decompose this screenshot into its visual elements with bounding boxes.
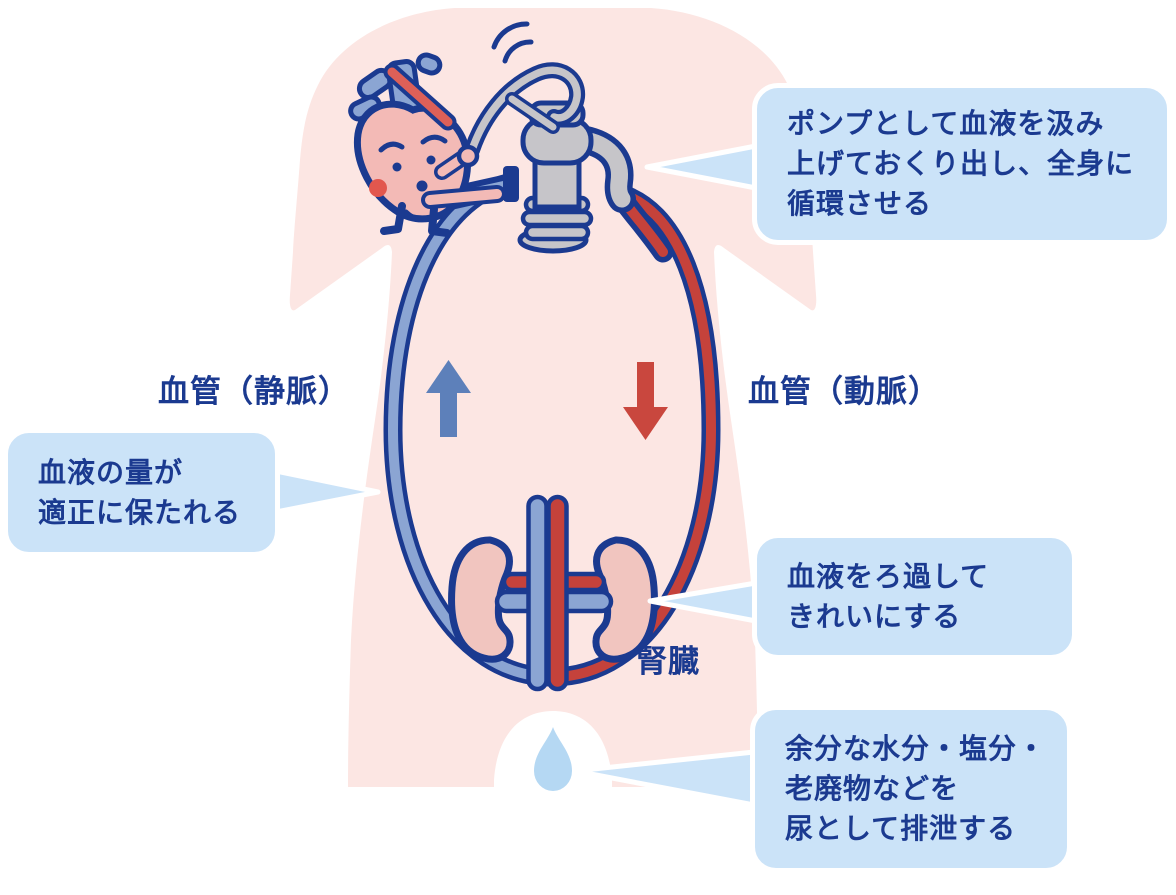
kidneys-icon <box>448 494 658 692</box>
filter-bubble-text: 血液をろ過して きれいにする <box>787 560 990 632</box>
nose-dot <box>416 180 428 192</box>
heart-left-leg <box>380 202 406 235</box>
heart-lower-arm <box>425 189 502 205</box>
volume-speech-bubble: 血液の量が 適正に保たれる <box>3 428 280 557</box>
artery-label: 血管（動脈） <box>748 374 940 409</box>
aorta-rod <box>387 67 453 127</box>
pump-flange <box>503 166 519 202</box>
pump-speech-bubble: ポンプとして血液を汲み 上げておくり出し、全身に 循環させる <box>752 83 1172 245</box>
volume-bubble-tail <box>273 468 381 515</box>
handle-tube <box>468 66 581 154</box>
pump-bubble-text: ポンプとして血液を汲み 上げておくり出し、全身に 循環させる <box>787 108 1135 219</box>
volume-bubble-text: 血液の量が 適正に保たれる <box>38 456 242 528</box>
blush-cheek <box>369 179 387 197</box>
vein-flow-up-arrow-icon <box>426 360 471 437</box>
kidney-label: 腎臓 <box>636 644 700 679</box>
motion-line <box>502 39 534 64</box>
heart-upper-arm <box>437 154 466 177</box>
urine-speech-bubble: 余分な水分・塩分・ 老廃物などを 尿として排泄する <box>750 705 1072 873</box>
right-eyebrow <box>420 134 448 145</box>
artery-flow-down-arrow-icon <box>623 362 668 440</box>
heart-vessel-stub <box>415 52 443 76</box>
left-eye <box>392 162 402 172</box>
vein-label: 血管（静脈） <box>158 374 350 409</box>
heart-hand <box>456 144 480 168</box>
heart-character-icon <box>348 52 506 237</box>
handle-rod <box>508 95 557 131</box>
central-artery-tube <box>546 494 569 692</box>
pump-spout <box>577 131 631 208</box>
right-eye <box>426 155 436 165</box>
left-eyebrow <box>378 141 405 153</box>
pump-ring <box>520 209 594 228</box>
heart-right-leg <box>428 205 451 237</box>
urine-bubble-tail <box>572 749 757 808</box>
central-vein-tube <box>526 494 549 692</box>
urine-drop-icon <box>534 727 572 791</box>
pump-handle <box>434 21 586 180</box>
motion-line <box>491 21 530 50</box>
urine-bubble-text: 余分な水分・塩分・ 老廃物などを 尿として排泄する <box>785 733 1047 844</box>
filter-speech-bubble: 血液をろ過して きれいにする <box>752 533 1077 660</box>
pump-ring <box>523 223 591 242</box>
